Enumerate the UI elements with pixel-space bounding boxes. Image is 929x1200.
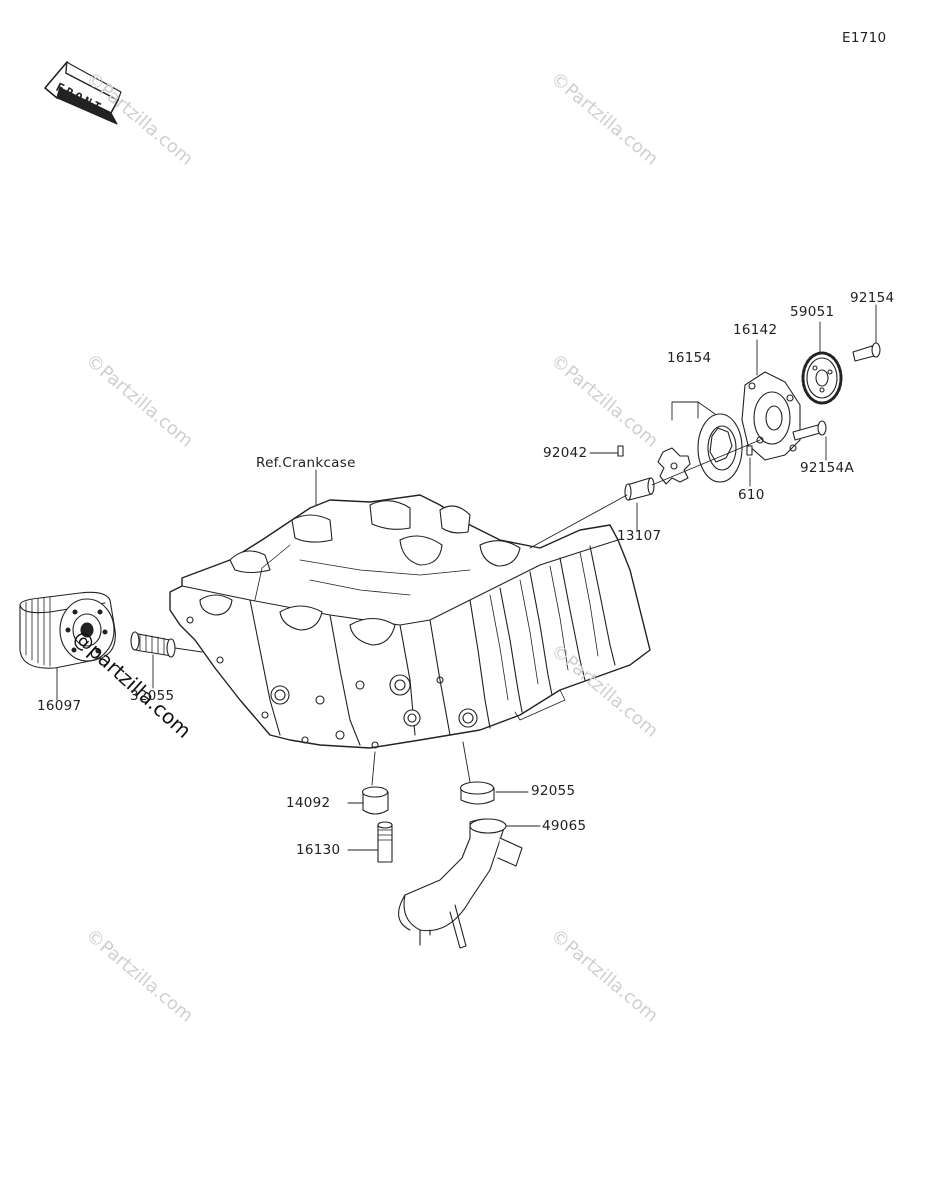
relief-valve-part [377,821,393,863]
part-label-32055[interactable]: 32055 [130,688,175,704]
part-label-59051[interactable]: 59051 [790,304,835,320]
cover-bolt-part [792,420,827,441]
pump-cover-part [741,371,801,461]
part-label-49065[interactable]: 49065 [542,818,587,834]
sprocket-part [801,351,843,405]
oil-strainer-part [398,818,523,949]
part-label-16097[interactable]: 16097 [37,698,82,714]
pump-dowel-part [746,445,753,456]
part-label-92055[interactable]: 92055 [531,783,576,799]
oring-part [459,781,495,805]
inner-rotor-part [657,447,691,485]
part-label-13107[interactable]: 13107 [617,528,662,544]
part-label-16154[interactable]: 16154 [667,350,712,366]
part-label-92154[interactable]: 92154 [850,290,895,306]
front-arrow-icon [44,61,122,125]
oil-filter-part [19,591,116,669]
part-label-92154A[interactable]: 92154A [800,460,854,476]
diagram-code: E1710 [842,30,887,46]
part-label-610[interactable]: 610 [738,487,765,503]
crankcase-part [169,494,651,749]
leader-lines [56,304,877,851]
pump-pin-part [617,445,624,457]
part-label-14092[interactable]: 14092 [286,795,331,811]
part-label-16142[interactable]: 16142 [733,322,778,338]
part-label-92042[interactable]: 92042 [543,445,588,461]
part-label-16130[interactable]: 16130 [296,842,341,858]
pump-shaft-part [624,477,655,501]
nozzle-part [361,786,389,815]
ref-crankcase-label: Ref.Crankcase [256,455,356,471]
oil-pipe-part [130,631,176,658]
outer-rotor-part [697,413,743,483]
sprocket-bolt-part [852,342,881,362]
